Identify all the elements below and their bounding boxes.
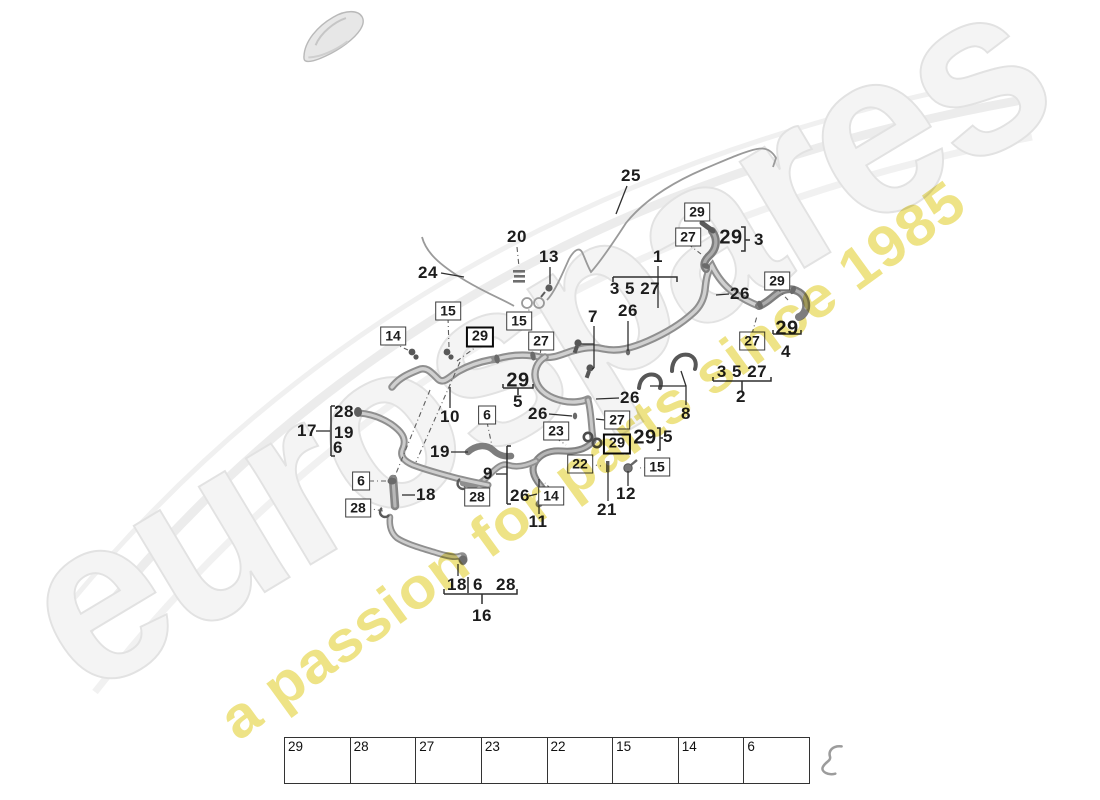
part-badge-15-50[interactable]: 15 — [644, 457, 670, 477]
part-label-3-10[interactable]: 3 — [754, 230, 764, 249]
part-badge-29-44[interactable]: 29 — [764, 271, 790, 291]
hardware-legend: 29 28 27 23 22 15 14 6 — [284, 737, 843, 784]
part-label-12-33[interactable]: 12 — [616, 484, 636, 503]
part-label-26-20[interactable]: 26 — [528, 404, 548, 423]
part-label-17-23[interactable]: 17 — [297, 421, 317, 440]
part-label-26-6[interactable]: 26 — [618, 301, 638, 320]
legend-cell-14[interactable]: 14 — [678, 737, 784, 784]
pipe-17 — [354, 407, 492, 489]
legend-number: 14 — [681, 739, 697, 754]
part-label-13-2[interactable]: 13 — [539, 247, 559, 266]
legend-number: 6 — [747, 739, 755, 754]
part-badge-27-46[interactable]: 27 — [604, 410, 630, 430]
part-label-9-28[interactable]: 9 — [483, 464, 493, 483]
small-parts — [378, 263, 797, 519]
hose-4 — [755, 285, 811, 321]
car-silhouette-icon — [303, 10, 364, 63]
part-badge-14-51[interactable]: 14 — [538, 486, 564, 506]
legend-cell-15[interactable]: 15 — [613, 737, 713, 784]
part-badge-27-43[interactable]: 27 — [675, 227, 701, 247]
part-label-19-27[interactable]: 19 — [430, 442, 450, 461]
main-pipe — [492, 259, 763, 443]
legend-number: 23 — [484, 739, 500, 754]
part-label-26-16[interactable]: 26 — [620, 388, 640, 407]
part-label-29-11[interactable]: 29 — [775, 317, 799, 340]
part-badge-22-49[interactable]: 22 — [567, 454, 593, 474]
part-badge-14-41[interactable]: 14 — [380, 326, 406, 346]
part-badge-28-52[interactable]: 28 — [464, 487, 490, 507]
part-badge-27-40[interactable]: 27 — [528, 331, 554, 351]
part-label-20-1[interactable]: 20 — [507, 227, 527, 246]
part-badge-6-48[interactable]: 6 — [478, 405, 496, 425]
part-badge-29-42[interactable]: 29 — [684, 202, 710, 222]
part-badge-29-55[interactable]: 29 — [465, 326, 495, 348]
pipe-16 — [386, 474, 468, 566]
part-label-21-32[interactable]: 21 — [597, 500, 617, 519]
legend-number: 27 — [419, 739, 435, 754]
part-label-18-34[interactable]: 18 — [447, 575, 467, 594]
part-label-2-14[interactable]: 2 — [736, 387, 746, 406]
part-label-25-0[interactable]: 25 — [621, 166, 641, 185]
part-label-5-22[interactable]: 5 — [663, 427, 673, 446]
part-label-28-24[interactable]: 28 — [334, 402, 354, 421]
part-label-24-3[interactable]: 24 — [418, 263, 438, 282]
legend-number: 22 — [550, 739, 566, 754]
legend-number: 15 — [616, 739, 632, 754]
legend-number: 28 — [353, 739, 369, 754]
legend-cell-22[interactable]: 22 — [547, 737, 645, 784]
part-badge-15-39[interactable]: 15 — [506, 311, 532, 331]
part-badge-29-56[interactable]: 29 — [602, 433, 632, 455]
part-label-1-4[interactable]: 1 — [653, 247, 663, 266]
part-label-6-26[interactable]: 6 — [333, 438, 343, 457]
part-20-fitting — [513, 270, 525, 283]
legend-cell-29[interactable]: 29 — [284, 737, 386, 784]
legend-cell-28[interactable]: 28 — [350, 737, 451, 784]
part-badge-27-45[interactable]: 27 — [739, 331, 765, 351]
part-12-screw — [623, 459, 638, 473]
part-29-connector — [582, 431, 603, 449]
part-label-29-21[interactable]: 29 — [633, 426, 657, 449]
pipe-10 — [388, 355, 500, 391]
legend-cell-27[interactable]: 27 — [416, 737, 517, 784]
legend-cell-23[interactable]: 23 — [481, 737, 586, 784]
part-label-26-30[interactable]: 26 — [510, 486, 530, 505]
part-label-6-35[interactable]: 6 — [473, 575, 483, 594]
part-label-10-17[interactable]: 10 — [440, 407, 460, 426]
part-label-8-15[interactable]: 8 — [681, 404, 691, 423]
part-label-28-36[interactable]: 28 — [496, 575, 516, 594]
part-badge-23-47[interactable]: 23 — [543, 421, 569, 441]
part-label-5-19[interactable]: 5 — [513, 392, 523, 411]
part-8-brackets — [637, 352, 698, 390]
part-badge-28-54[interactable]: 28 — [345, 498, 371, 518]
part-21-stud — [606, 461, 610, 472]
part-label-29-18[interactable]: 29 — [506, 369, 530, 392]
part-label-7-7[interactable]: 7 — [588, 307, 598, 326]
part-label-19-25[interactable]: 19 — [334, 423, 354, 442]
thin-line-pipe — [421, 147, 777, 309]
part-label-3-5-27-13[interactable]: 3 5 27 — [716, 362, 768, 381]
part-label-3-5-27-5[interactable]: 3 5 27 — [609, 279, 661, 298]
part-badge-15-38[interactable]: 15 — [435, 301, 461, 321]
part-label-18-29[interactable]: 18 — [416, 485, 436, 504]
part-label-26-8[interactable]: 26 — [730, 284, 750, 303]
part-label-4-12[interactable]: 4 — [781, 342, 791, 361]
pipe-clips-14-15 — [408, 348, 454, 360]
part-label-16-37[interactable]: 16 — [472, 606, 492, 625]
legend-cell-6[interactable]: 6 — [744, 737, 843, 784]
part-7-clips — [572, 339, 594, 379]
part-label-29-9[interactable]: 29 — [719, 226, 743, 249]
legend-number: 29 — [288, 739, 304, 754]
part-label-11-31[interactable]: 11 — [528, 512, 548, 531]
group-brackets — [330, 226, 802, 604]
part-badge-6-53[interactable]: 6 — [352, 471, 370, 491]
clamp-marks — [494, 263, 797, 420]
leader-lines — [316, 185, 730, 576]
part-13-clip — [540, 284, 553, 298]
